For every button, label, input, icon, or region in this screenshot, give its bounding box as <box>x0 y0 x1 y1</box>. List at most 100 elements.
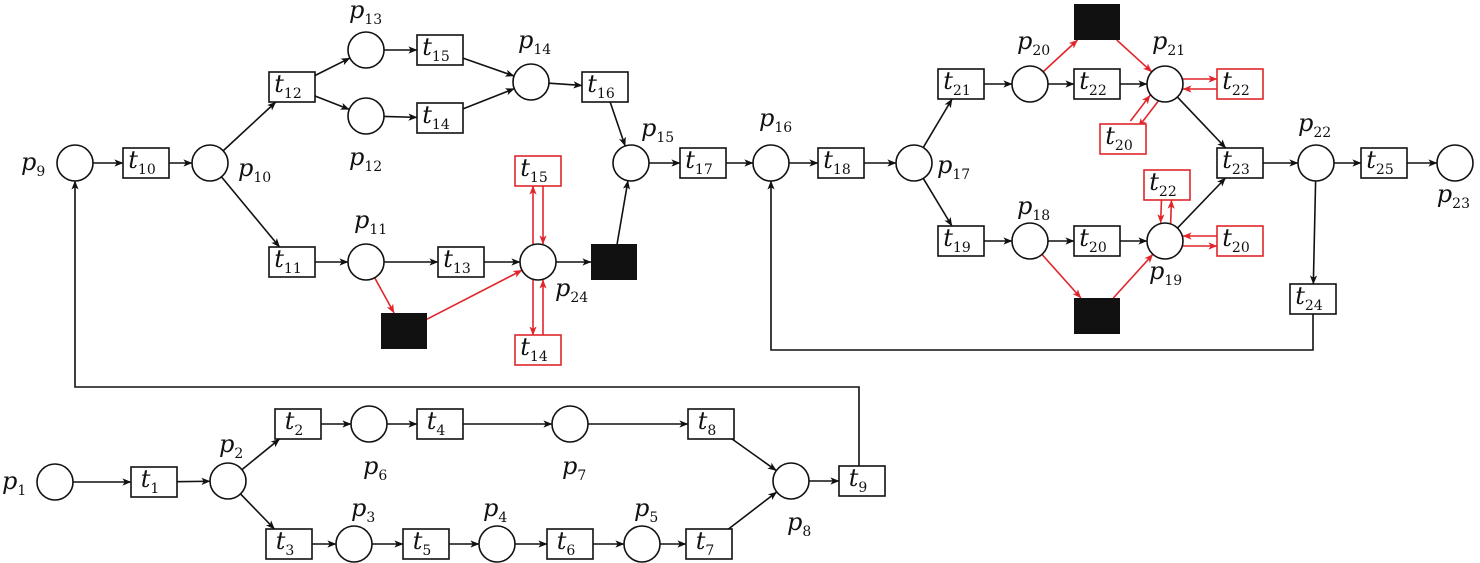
transition-label-t9: t9 <box>849 464 868 496</box>
arc-p22-to-t24 <box>1309 180 1318 285</box>
transition-t17 <box>679 147 727 179</box>
place-p4 <box>478 525 516 563</box>
arc-p18-to-b4 <box>1041 253 1082 299</box>
place-p20 <box>1011 65 1049 103</box>
transition-label-t20a: t20 <box>1079 224 1106 256</box>
place-label-p15: p15 <box>641 114 674 146</box>
place-label-p13: p13 <box>349 0 382 28</box>
place-label-p9: p9 <box>21 148 45 180</box>
transition-t12 <box>268 71 316 103</box>
arc-p10-to-t12 <box>222 101 277 152</box>
place-p21 <box>1146 65 1184 103</box>
transition-t14r <box>514 334 562 366</box>
transition-t15a <box>416 34 464 66</box>
arc-t8-to-p8 <box>731 438 777 472</box>
transition-label-t2: t2 <box>285 407 304 439</box>
arc-p2-to-t3 <box>239 493 276 530</box>
transition-label-t14a: t14 <box>422 101 450 133</box>
place-label-p7: p7 <box>562 452 586 484</box>
arc-p14-to-t16 <box>548 81 583 89</box>
transition-label-t5: t5 <box>413 527 432 559</box>
place-label-p1: p1 <box>2 467 26 499</box>
place-p23 <box>1436 144 1474 182</box>
transition-label-t20r1: t20 <box>1105 122 1132 154</box>
place-label-p4: p4 <box>483 494 507 526</box>
transition-t5 <box>402 528 450 560</box>
transition-t13 <box>437 246 485 278</box>
transition-t16 <box>581 71 629 103</box>
arc-p17-to-t19 <box>922 178 953 227</box>
arc-p21-to-t23 <box>1176 96 1227 149</box>
arc-p2-to-t2 <box>241 438 281 471</box>
place-label-p19: p19 <box>1149 257 1182 289</box>
place-label-p3: p3 <box>351 494 375 526</box>
place-label-p8: p8 <box>787 508 811 540</box>
transition-label-t6: t6 <box>557 527 576 559</box>
place-label-p16: p16 <box>759 104 792 136</box>
immediate-transition-b4 <box>1074 298 1120 334</box>
place-p12 <box>347 97 385 135</box>
place-label-p14: p14 <box>518 26 551 58</box>
place-p16 <box>752 144 790 182</box>
transition-label-t7: t7 <box>696 527 715 559</box>
place-label-p6: p6 <box>363 452 387 484</box>
place-p1 <box>36 463 74 501</box>
place-label-p22: p22 <box>1298 109 1331 141</box>
arc-p11-to-b2 <box>373 277 395 314</box>
transition-label-t15r: t15 <box>520 154 547 186</box>
place-label-p5: p5 <box>634 494 658 526</box>
place-label-p23: p23 <box>1437 180 1470 212</box>
transition-t23 <box>1216 147 1264 179</box>
transition-t25 <box>1360 147 1408 179</box>
transition-label-t13: t13 <box>443 245 470 277</box>
transition-label-t17: t17 <box>685 146 712 178</box>
transition-t7 <box>685 528 733 560</box>
transition-label-t16: t16 <box>587 70 615 102</box>
transition-label-t10: t10 <box>128 146 155 178</box>
transition-label-t21: t21 <box>943 67 970 99</box>
place-label-p20: p20 <box>1017 27 1050 59</box>
transition-label-t1: t1 <box>141 465 160 497</box>
transition-label-t4: t4 <box>427 407 446 439</box>
transition-label-t19: t19 <box>943 224 970 256</box>
arc-p19-to-t22r2 <box>1167 199 1175 224</box>
arc-b3-to-p21 <box>1116 39 1153 73</box>
place-label-p21: p21 <box>1152 27 1185 59</box>
transition-t9 <box>838 465 886 497</box>
transition-t22r1 <box>1216 68 1264 100</box>
transition-label-t14r: t14 <box>520 333 548 365</box>
place-p18 <box>1011 222 1049 260</box>
transition-t14a <box>416 102 464 134</box>
place-p15 <box>612 144 650 182</box>
place-label-p10: p10 <box>238 154 271 186</box>
arc-t12-to-p13 <box>314 57 351 77</box>
transition-label-t22r2: t22 <box>1149 168 1176 200</box>
transition-label-t24: t24 <box>1295 282 1323 314</box>
arc-p19-to-t23 <box>1176 177 1227 229</box>
arc-t7-to-p8 <box>728 491 778 530</box>
transition-t15r <box>514 155 562 187</box>
place-label-p12: p12 <box>349 143 382 175</box>
place-label-p11: p11 <box>354 206 387 238</box>
arc-t15a-to-p14 <box>462 57 515 77</box>
transition-t10 <box>122 147 170 179</box>
transition-t22a <box>1073 68 1121 100</box>
transition-t20a <box>1073 225 1121 257</box>
transition-t19 <box>937 225 985 257</box>
immediate-transition-b3 <box>1074 4 1120 40</box>
place-label-p17: p17 <box>937 151 970 183</box>
place-p19 <box>1146 222 1184 260</box>
place-p9 <box>56 144 94 182</box>
arc-t12-to-p12 <box>314 95 350 111</box>
arc-b2-to-p24 <box>426 269 523 320</box>
arc-p21-to-t20r1 <box>1137 100 1159 128</box>
arc-b4-to-p19 <box>1112 253 1154 299</box>
arc-p10-to-t11 <box>220 176 281 248</box>
arc-b1-to-p15 <box>616 180 631 245</box>
transition-label-t18: t18 <box>823 146 850 178</box>
place-label-p24: p24 <box>555 274 588 306</box>
transition-t2 <box>274 408 322 440</box>
place-p22 <box>1297 144 1335 182</box>
arcs-layer <box>71 39 1438 548</box>
